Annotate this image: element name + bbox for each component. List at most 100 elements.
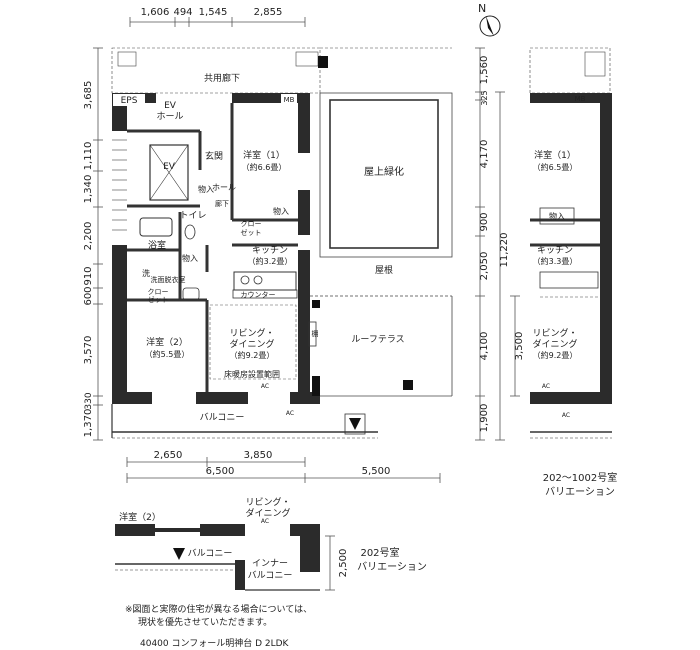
label-ev: EV	[163, 162, 176, 172]
var-right-ac: AC	[542, 383, 550, 390]
dim-top-2: 494	[173, 7, 192, 18]
dim-bottom-1: 2,650	[154, 450, 183, 461]
var-right-living-b: ダイニング	[532, 338, 577, 350]
counter-bar	[232, 289, 298, 299]
label-hall: ホール	[212, 183, 236, 192]
label-living-a: リビング・	[229, 327, 274, 339]
label-shelf: 棚	[312, 329, 319, 338]
dim-bottom-2: 3,850	[244, 450, 273, 461]
balcony-marker	[349, 418, 361, 430]
var-bottom-western2: 洋室（2）	[119, 511, 161, 523]
top-dimension-line	[129, 17, 306, 27]
var-right-mb: MB	[575, 95, 586, 103]
dim-left-5: 910	[83, 266, 94, 285]
kitchen-counter	[233, 271, 297, 291]
var-bottom-marker	[173, 548, 185, 560]
var-right-western1-a: 洋室（1）	[534, 149, 576, 161]
label-floor-heating: 床暖房設置範囲	[224, 369, 280, 379]
label-storage1: 物入	[273, 206, 289, 216]
var-right-living-c: （約9.2畳）	[533, 350, 578, 360]
main-unit	[111, 47, 453, 439]
label-kitchen-a: キッチン	[252, 245, 288, 256]
dim-left-2: 1,110	[83, 142, 94, 171]
dim-mid-7: 4,100	[479, 332, 490, 361]
dim-top-3: 1,545	[199, 7, 228, 18]
var-bottom-dim: 2,500	[338, 549, 349, 578]
var-bottom-inner-balcony-a: インナー	[252, 558, 288, 569]
footer-title: 40400 コンフォール明神台 D 2LDK	[140, 637, 290, 649]
label-roof: 屋根	[375, 264, 393, 276]
mid-dimension-lines	[475, 47, 520, 441]
label-roof-green: 屋上緑化	[364, 165, 404, 178]
stairs	[112, 139, 127, 231]
north-label: N	[478, 2, 486, 15]
dim-left-1: 3,685	[83, 81, 94, 110]
variation-right-plan	[529, 47, 612, 439]
label-common-corridor: 共用廊下	[204, 72, 240, 84]
dim-mid-4: 900	[479, 212, 490, 231]
label-closet2-a: クロー	[148, 288, 169, 296]
label-ev-hall-2: ホール	[156, 111, 183, 122]
var-right-ac2: AC	[562, 412, 570, 419]
label-storage-a: 物入	[198, 184, 214, 194]
label-western2-a: 洋室（2）	[146, 336, 188, 348]
label-ac1: AC	[261, 383, 269, 390]
label-roof-terrace: ルーフテラス	[351, 334, 404, 345]
variation-bottom-plan	[115, 524, 335, 591]
var-bottom-ac: AC	[261, 518, 269, 525]
left-dimension-line	[93, 47, 103, 441]
label-western1-b: （約6.6畳）	[242, 162, 287, 172]
dim-mid-5: 2,050	[479, 252, 490, 281]
label-wash: 洗	[142, 268, 150, 278]
note-line-2: 現状を優先させていただきます。	[138, 616, 272, 628]
label-closet-a: クロー	[241, 220, 262, 228]
var-right-storage: 物入	[549, 211, 565, 221]
var-bottom-caption-2: バリエーション	[357, 561, 427, 573]
toilet-fixture	[184, 224, 196, 240]
label-toilet: トイレ	[179, 211, 206, 221]
corridor-column	[318, 56, 328, 68]
label-ev-hall-1: EV	[164, 101, 177, 111]
label-closet2-b: ゼット	[148, 295, 169, 304]
ev-shaft	[149, 144, 189, 201]
label-counter: カウンター	[241, 290, 276, 299]
wash-basin	[182, 287, 200, 301]
label-living-c: （約9.2畳）	[230, 350, 275, 360]
label-balcony: バルコニー	[200, 412, 245, 423]
label-entrance: 玄関	[205, 150, 223, 162]
label-kitchen-b: （約3.2畳）	[248, 256, 293, 266]
label-western1-a: 洋室（1）	[243, 149, 285, 161]
dim-mid-9: 3,500	[514, 332, 525, 361]
var-right-living-a: リビング・	[532, 327, 577, 339]
bathtub	[139, 217, 173, 237]
floor-heating-area	[209, 304, 297, 380]
var-right-western1-b: （約6.5畳）	[533, 162, 578, 172]
dim-left-9: 1,370	[83, 409, 94, 438]
note-line-1: ※図面と実際の住宅が異なる場合については、	[125, 603, 312, 615]
dim-left-7: 3,570	[83, 336, 94, 365]
shelf-box	[308, 321, 317, 347]
dim-mid-2: 325	[480, 90, 489, 105]
label-western2-b: （約5.5畳）	[145, 349, 190, 359]
var-right-kitchen-a: キッチン	[537, 245, 573, 256]
label-bath: 浴室	[148, 239, 166, 251]
label-ac2: AC	[286, 410, 294, 417]
label-living-b: ダイニング	[229, 338, 274, 350]
dim-left-3: 1,340	[83, 175, 94, 204]
label-eps: EPS	[121, 96, 138, 106]
var-bottom-caption-1: 202号室	[360, 546, 399, 559]
var-bottom-living-b: ダイニング	[245, 507, 290, 519]
dim-top-1: 1,606	[141, 7, 170, 18]
roof-green-inner	[329, 99, 439, 249]
common-corridor-area	[111, 47, 321, 94]
dim-left-8: 330	[84, 392, 94, 409]
label-washroom: 洗面脱衣室	[151, 275, 186, 284]
dim-left-4: 2,200	[83, 222, 94, 251]
var-bottom-balcony: バルコニー	[188, 548, 233, 559]
var-bottom-living-a: リビング・	[245, 496, 290, 508]
var-right-caption-1: 202～1002号室	[543, 471, 618, 484]
roof-green-outer	[319, 92, 453, 258]
dim-mid-6: 11,220	[499, 233, 510, 268]
label-mb: MB	[284, 96, 295, 104]
